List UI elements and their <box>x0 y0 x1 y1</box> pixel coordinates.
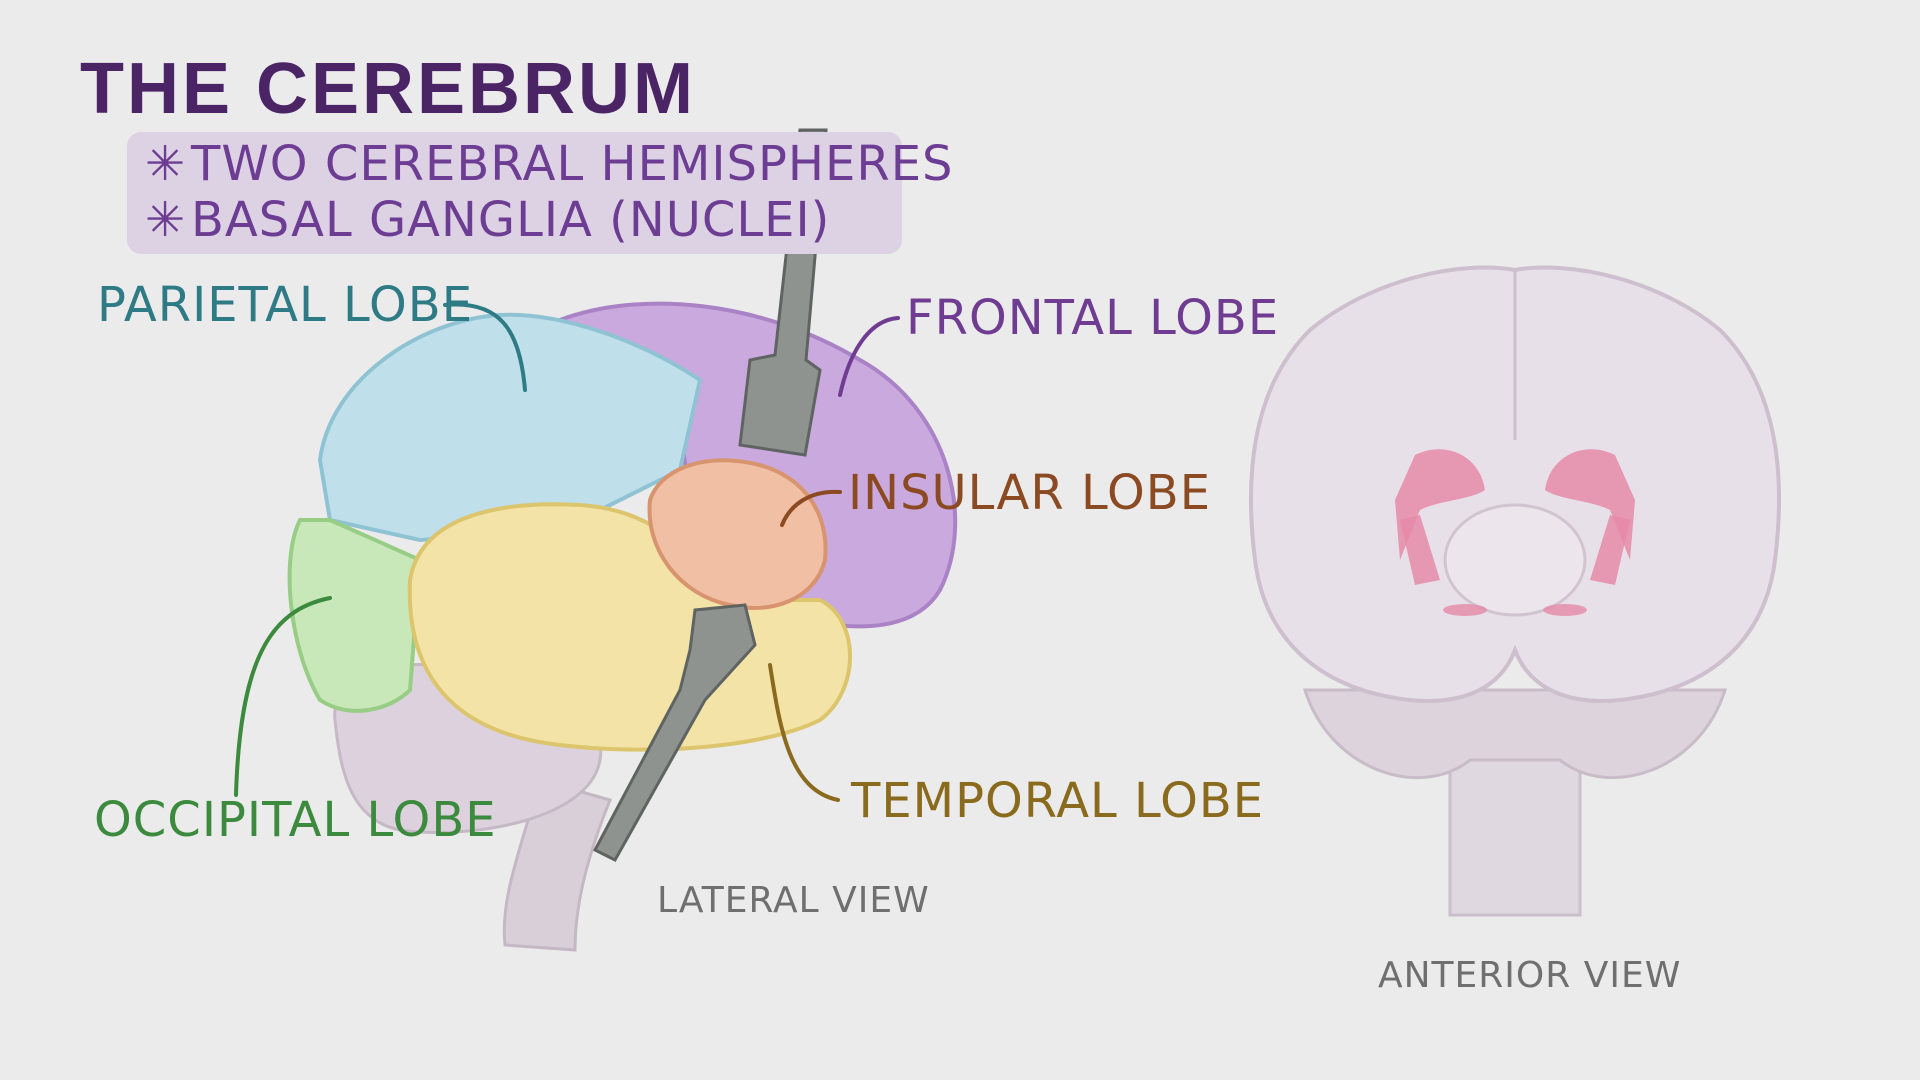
bullet-text: TWO CEREBRAL HEMISPHERES <box>191 136 954 192</box>
frontal-lobe-label: FRONTAL LOBE <box>906 290 1280 346</box>
brainstem-anterior <box>1448 738 1582 917</box>
basal-ganglia-left-lower <box>1400 515 1440 585</box>
temporal-leader <box>768 663 840 802</box>
ventricles <box>1443 503 1587 617</box>
frontal-leader <box>838 316 900 397</box>
bullet-box: ✳TWO CEREBRAL HEMISPHERES ✳BASAL GANGLIA… <box>127 132 953 254</box>
insular-leader <box>780 489 842 527</box>
bullet-item: ✳TWO CEREBRAL HEMISPHERES <box>145 136 954 192</box>
asterisk-icon: ✳ <box>145 192 187 248</box>
parietal-lobe-label: PARIETAL LOBE <box>97 277 474 333</box>
insular-lobe-label: INSULAR LOBE <box>848 465 1212 521</box>
insular-lobe <box>647 458 828 610</box>
bullet-item: ✳BASAL GANGLIA (NUCLEI) <box>145 192 830 248</box>
lower-retractor <box>592 603 757 862</box>
cerebellum-anterior <box>1302 688 1728 780</box>
occipital-lobe <box>287 518 423 713</box>
basal-ganglia-right-lower <box>1590 515 1630 585</box>
parietal-leader <box>443 302 527 392</box>
bullet-text: BASAL GANGLIA (NUCLEI) <box>191 192 831 248</box>
parietal-lobe <box>317 312 703 543</box>
occipital-leader <box>234 596 332 797</box>
temporal-lobe <box>407 502 852 752</box>
anterior-brain <box>1248 265 1782 917</box>
page-title: The Cerebrum <box>80 49 697 129</box>
basal-ganglia-right <box>1545 449 1635 560</box>
subthalamic-right <box>1543 604 1587 616</box>
brainstem <box>502 778 613 952</box>
occipital-lobe-label: OCCIPITAL LOBE <box>94 792 497 848</box>
basal-ganglia-left <box>1395 449 1485 560</box>
anterior-view-label: ANTERIOR VIEW <box>1378 955 1682 996</box>
asterisk-icon: ✳ <box>145 136 187 192</box>
subthalamic-left <box>1443 604 1487 616</box>
temporal-lobe-label: TEMPORAL LOBE <box>851 773 1265 829</box>
cerebrum-anterior <box>1248 265 1782 703</box>
lateral-brain <box>287 128 958 952</box>
lateral-view-label: LATERAL VIEW <box>657 880 930 921</box>
